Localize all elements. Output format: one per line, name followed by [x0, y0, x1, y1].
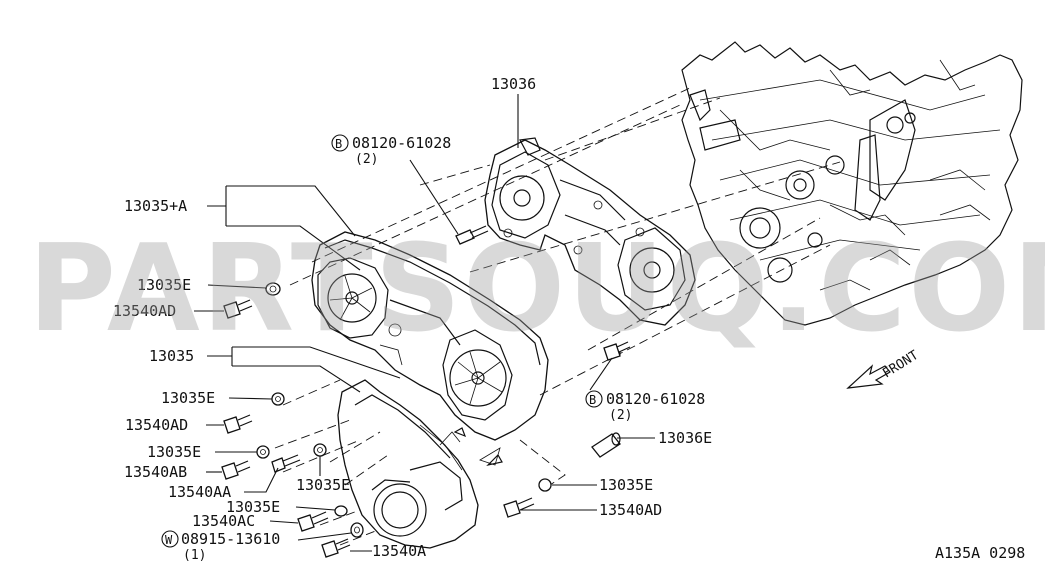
label-seal-right: 13035E: [599, 476, 653, 494]
front-cover-upper: [311, 231, 549, 441]
label-13036: 13036: [491, 75, 536, 93]
label-dowel: 13036E: [658, 429, 712, 447]
seal-13035e-2-icon: [271, 392, 285, 406]
seal-13035e-right-icon: [538, 478, 552, 492]
washer-icon: [350, 522, 364, 538]
seal-13035e-5-icon: [334, 505, 348, 517]
label-bolt-5: 13540AC: [192, 512, 255, 530]
bolt-13540a-icon: [321, 538, 351, 558]
drawing-code: A135A 0298: [935, 544, 1025, 562]
label-bolt-right: 13540AD: [599, 501, 662, 519]
bolt-13540aa-icon: [271, 454, 301, 473]
label-bolt-3: 13540AB: [124, 463, 187, 481]
label-bolt-6: 13540A: [372, 542, 426, 560]
label-seal-1: 13035E: [137, 276, 191, 294]
label-13035a: 13035+A: [124, 197, 187, 215]
bolt-13540ad-upper-icon: [223, 299, 253, 319]
alignment-lines: [274, 87, 841, 546]
symbol-b-right-icon: B: [585, 390, 603, 408]
label-bolt-4: 13540AA: [168, 483, 231, 501]
label-bolt-code-right: 08120-61028: [606, 390, 705, 408]
front-arrow-icon: [846, 364, 891, 389]
bolt-13540ad-2-icon: [223, 414, 253, 434]
label-seal-3: 13035E: [147, 443, 201, 461]
bolt-13540ab-icon: [221, 460, 251, 480]
label-bolt-1: 13540AD: [113, 302, 176, 320]
bolt-08120-top-icon: [455, 225, 489, 245]
label-washer-code: 08915-13610: [181, 530, 280, 548]
svg-text:B: B: [335, 137, 342, 151]
label-bolt-qty-top: (2): [355, 152, 378, 167]
rear-timing-plate: [484, 137, 696, 326]
seal-13035e-3-icon: [256, 445, 270, 459]
dowel-13036e-icon: [591, 432, 621, 458]
bolt-13540ac-icon: [297, 511, 329, 532]
seal-13035e-upper-icon: [265, 282, 281, 296]
engine-block: [681, 41, 1023, 326]
symbol-b-top-icon: B: [331, 134, 349, 152]
label-washer-qty: (1): [183, 548, 206, 563]
svg-text:B: B: [589, 393, 596, 407]
label-bolt-code-top: 08120-61028: [352, 134, 451, 152]
front-cover-lower: [337, 379, 501, 549]
label-seal-2: 13035E: [161, 389, 215, 407]
label-seal-5: 13035E: [226, 498, 280, 516]
bolt-13540ad-right-icon: [503, 497, 535, 518]
label-bolt-2: 13540AD: [125, 416, 188, 434]
seal-13035e-4-icon: [313, 443, 327, 457]
label-seal-4: 13035E: [296, 476, 350, 494]
fasteners: [221, 225, 631, 558]
label-13035: 13035: [149, 347, 194, 365]
svg-text:W: W: [165, 533, 173, 547]
symbol-w-icon: W: [161, 530, 179, 548]
watermark: PARTSOUQ.COM: [28, 220, 1045, 359]
leader-lines: [194, 94, 655, 552]
label-bolt-qty-right: (2): [609, 408, 632, 423]
bolt-08120-right-icon: [603, 341, 631, 361]
